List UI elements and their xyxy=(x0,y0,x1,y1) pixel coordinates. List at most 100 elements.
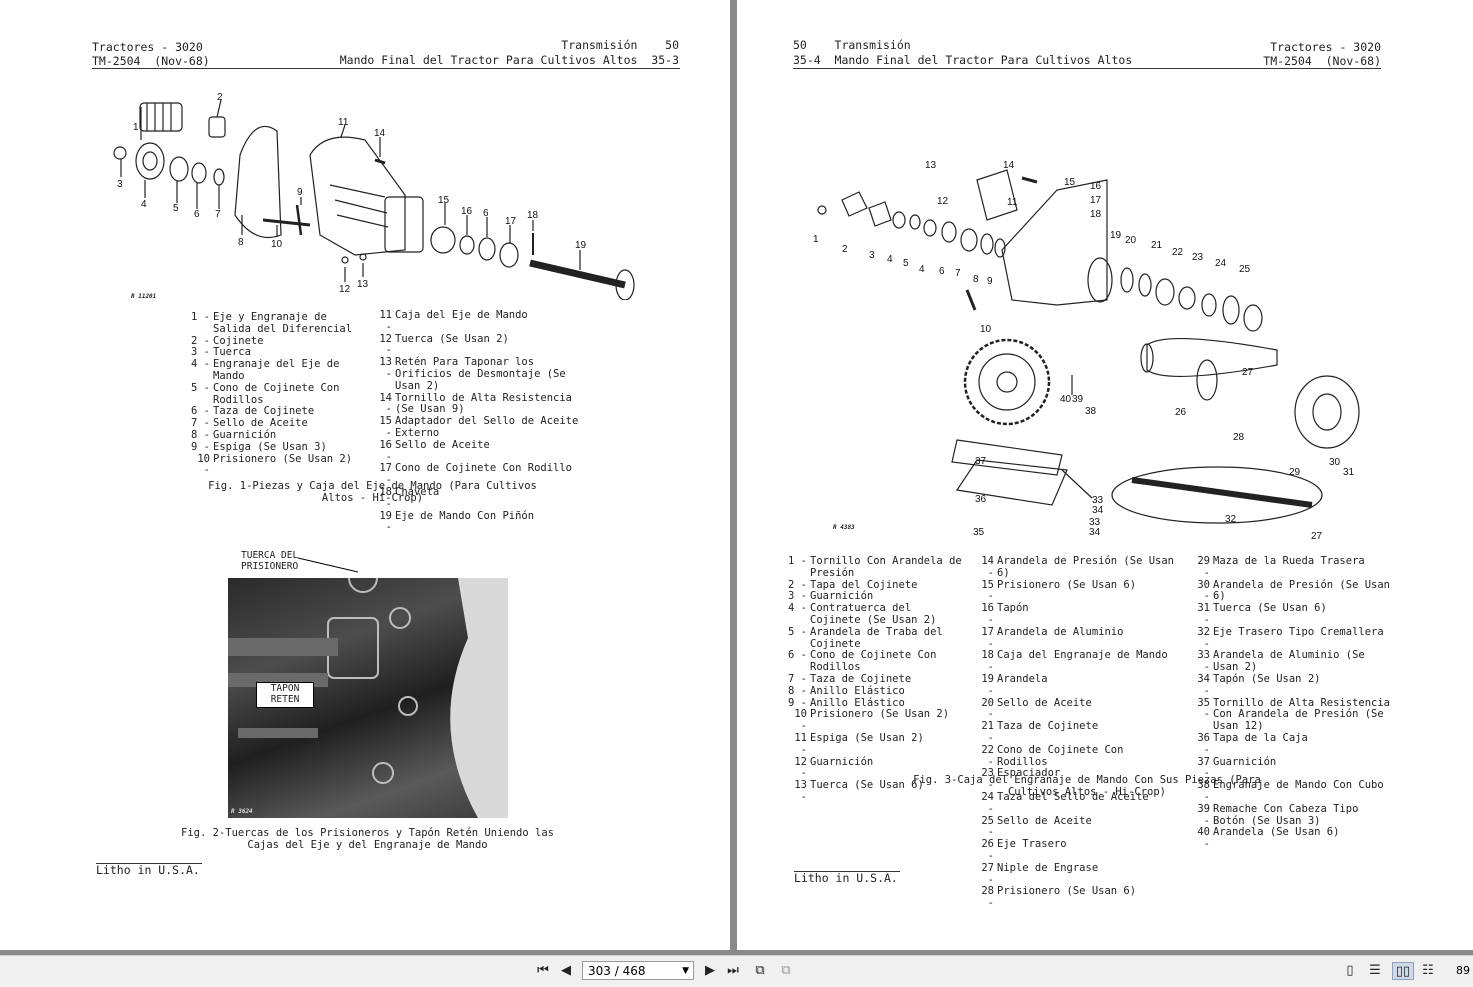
legend-item-text: Caja del Eje de Mando xyxy=(395,309,528,321)
legend-item-text: Arandela de Traba del Cojinete xyxy=(810,625,943,650)
header-left-line2: TM-2504 (Nov-68) xyxy=(92,54,210,68)
next-page-icon[interactable]: ▶ xyxy=(705,963,715,978)
svg-text:27: 27 xyxy=(1311,531,1323,542)
fit-width-icon[interactable]: ⧉ xyxy=(781,963,791,978)
legend-item-text: Tapón (Se Usan 2) xyxy=(1213,672,1321,685)
legend-item: 12 -Guarnición xyxy=(783,755,963,781)
two-page-view-icon[interactable]: ▯▯ xyxy=(1392,962,1414,980)
legend-item-text: Tornillo de Alta Resistencia (Se Usan 9) xyxy=(395,391,573,416)
legend-item-number: 1 - xyxy=(788,555,807,567)
legend-item: 4 -Contratuerca del Cojinete (Se Usan 2) xyxy=(783,602,963,627)
fit-page-icon[interactable]: ⧉ xyxy=(755,963,765,978)
fig1-caption: Fig. 1-Piezas y Caja del Eje de Mando (P… xyxy=(200,480,545,504)
legend-item: 8 -Guarnición xyxy=(186,428,354,442)
svg-text:16: 16 xyxy=(1090,181,1102,192)
legend-item: 16 -Tapón xyxy=(970,602,1180,627)
page-selector[interactable]: 303 / 468 ▼ xyxy=(582,961,694,980)
legend-item-number: 6 - xyxy=(788,649,807,662)
legend-item: 33 -Arandela de Aluminio (Se Usan 2) xyxy=(1186,650,1396,674)
svg-text:40: 40 xyxy=(1060,394,1072,405)
header-left-line1: 50 Transmisión xyxy=(793,38,911,52)
legend-item-number: 13 - xyxy=(379,356,392,380)
zoom-level[interactable]: 89 xyxy=(1456,964,1470,977)
prev-page-icon[interactable]: ◀ xyxy=(561,963,571,978)
legend-item-text: Sello de Aceite xyxy=(395,438,490,451)
legend-item-text: Guarnición xyxy=(810,755,874,768)
fig3-reference: R 4383 xyxy=(833,524,855,531)
svg-text:29: 29 xyxy=(1289,467,1301,478)
legend-item-number: 15 - xyxy=(981,578,994,603)
legend-item-number: 23 - xyxy=(981,767,994,792)
svg-text:18: 18 xyxy=(1090,209,1102,220)
legend-item-number: 17 - xyxy=(379,462,392,487)
legend-item-number: 17 - xyxy=(981,625,994,650)
legend-item-number: 3 - xyxy=(788,590,807,603)
single-page-view-icon[interactable]: ▯ xyxy=(1346,963,1354,978)
legend-item: 3 -Guarnición xyxy=(783,591,963,603)
legend-item-text: Sello de Aceite xyxy=(997,814,1092,827)
legend-item-number: 16 - xyxy=(981,602,994,626)
legend-item-text: Cono de Cojinete Con Rodillos xyxy=(810,649,937,674)
header-left-line2: 35-4 Mando Final del Tractor Para Cultiv… xyxy=(793,53,1133,67)
legend-item: 14 -Arandela de Presión (Se Usan 6) xyxy=(970,555,1180,580)
legend-item: 15 -Adaptador del Sello de Aceite Extern… xyxy=(368,415,580,440)
legend-item-text: Maza de la Rueda Trasera xyxy=(1213,555,1365,567)
header-right-line2: TM-2504 (Nov-68) xyxy=(1263,54,1381,68)
legend-item-text: Cono de Cojinete Con Rodillos xyxy=(997,743,1124,768)
continuous-view-icon[interactable]: ☰ xyxy=(1369,963,1381,978)
svg-text:35: 35 xyxy=(973,527,985,538)
tapon-label-line1: TAPON xyxy=(270,683,300,694)
svg-text:17: 17 xyxy=(1090,195,1102,206)
litho-text: Litho in U.S.A. xyxy=(96,863,200,877)
svg-text:1: 1 xyxy=(813,234,819,245)
first-page-icon[interactable]: ⏮ xyxy=(537,963,549,978)
legend-item-number: 24 - xyxy=(981,790,994,815)
svg-text:14: 14 xyxy=(1003,160,1015,171)
two-page-continuous-view-icon[interactable]: ☷ xyxy=(1422,963,1434,978)
legend-item-text: Taza de Cojinete xyxy=(213,405,315,418)
svg-text:38: 38 xyxy=(1085,406,1097,417)
legend-item: 2 -Tapa del Cojinete xyxy=(783,579,963,592)
legend-item-text: Contratuerca del Cojinete (Se Usan 2) xyxy=(810,602,937,626)
photo-label-leader xyxy=(297,557,359,573)
legend-item-number: 37 - xyxy=(1197,755,1210,780)
legend-item: 32 -Eje Trasero Tipo Cremallera xyxy=(1186,626,1396,651)
legend-item-text: Sello de Aceite xyxy=(997,696,1092,709)
svg-text:9: 9 xyxy=(987,276,993,287)
legend-item: 34 -Tapón (Se Usan 2) xyxy=(1186,672,1396,698)
legend-item-text: Prisionero (Se Usan 6) xyxy=(997,578,1137,591)
legend-item-number: 8 - xyxy=(788,684,807,697)
legend-item-number: 4 - xyxy=(191,358,210,371)
legend-item-number: 7 - xyxy=(788,672,807,685)
svg-text:27: 27 xyxy=(1242,367,1254,378)
legend-item-text: Tuerca (Se Usan 2) xyxy=(395,332,509,345)
legend-item-text: Anillo Elástico xyxy=(810,696,905,709)
svg-text:4: 4 xyxy=(919,264,925,275)
legend-item-text: Remache Con Cabeza Tipo Botón (Se Usan 3… xyxy=(1213,802,1359,827)
legend-item: 10 -Prisionero (Se Usan 2) xyxy=(783,709,963,733)
litho-text: Litho in U.S.A. xyxy=(794,871,898,885)
legend-item: 15 -Prisionero (Se Usan 6) xyxy=(970,578,1180,604)
legend-item: 4 -Engranaje del Eje de Mando xyxy=(186,358,354,383)
fig1-callout-8: 8 xyxy=(238,237,244,248)
legend-item-text: Niple de Engrase xyxy=(997,861,1099,874)
legend-item: 11 -Espiga (Se Usan 2) xyxy=(783,732,963,757)
fig1-callout-18: 18 xyxy=(527,210,539,221)
litho-rule xyxy=(794,871,900,872)
legend-item-number: 8 - xyxy=(191,428,210,441)
svg-text:30: 30 xyxy=(1329,457,1341,468)
svg-text:21: 21 xyxy=(1151,240,1163,251)
legend-item-number: 9 - xyxy=(788,696,807,709)
legend-item-number: 18 - xyxy=(379,485,392,510)
legend-item-number: 7 - xyxy=(191,417,210,430)
last-page-icon[interactable]: ⏭ xyxy=(727,963,739,978)
svg-text:31: 31 xyxy=(1343,467,1355,478)
fig1-callout-14: 14 xyxy=(374,128,386,139)
legend-item: 13 -Retén Para Taponar los Orificios de … xyxy=(368,356,580,392)
svg-text:12: 12 xyxy=(937,196,949,207)
header-right-line1: Transmisión 50 xyxy=(561,38,679,52)
legend-item: 5 -Cono de Cojinete Con Rodillos xyxy=(186,382,354,407)
